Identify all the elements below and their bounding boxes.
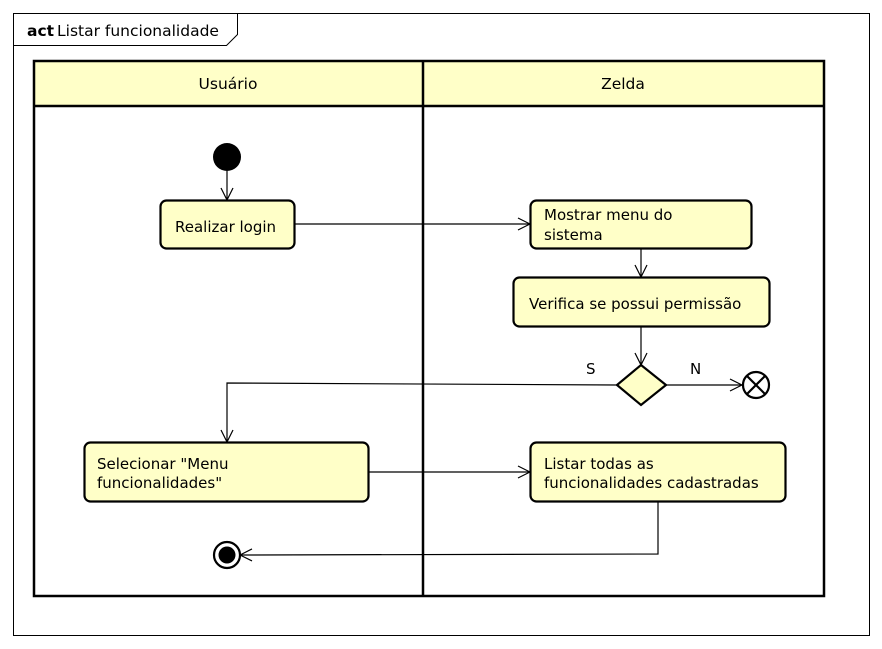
activity-final-node	[212, 540, 242, 570]
lane-title-zelda: Zelda	[601, 75, 645, 93]
action-label-line-1: Listar todas as	[544, 455, 654, 473]
action-label-line-1: Selecionar "Menu	[97, 455, 228, 473]
action-label-line-2: funcionalidades"	[97, 474, 222, 492]
guard-no: N	[690, 360, 701, 378]
lane-title-usuario: Usuário	[199, 75, 258, 93]
action-label: Verifica se possui permissão	[529, 295, 741, 313]
swimlanes: Usuário Zelda	[32, 59, 826, 598]
action-realizar-login: Realizar login	[159, 199, 296, 250]
guard-yes: S	[586, 360, 596, 378]
action-label-line-1: Mostrar menu do	[544, 206, 672, 224]
swimlane-border	[32, 59, 826, 598]
action-mostrar-menu: Mostrar menu do sistema	[529, 199, 753, 250]
frame-keyword: act	[27, 22, 55, 40]
action-selecionar-menu: Selecionar "Menu funcionalidades"	[83, 441, 370, 503]
action-label: Realizar login	[175, 218, 276, 236]
control-flows	[227, 171, 742, 555]
decision-node	[615, 363, 668, 407]
initial-node	[213, 143, 241, 171]
action-verifica-permissao: Verifica se possui permissão	[512, 276, 771, 328]
lane-header-usuario	[34, 61, 423, 106]
lane-header-zelda	[423, 61, 824, 106]
frame-title: Listar funcionalidade	[57, 22, 219, 40]
action-label-line-2: sistema	[544, 226, 603, 244]
flow-final-node	[741, 370, 771, 400]
frame-tab	[13, 13, 238, 46]
action-listar-funcionalidades: Listar todas as funcionalidades cadastra…	[529, 441, 787, 503]
action-label-line-2: funcionalidades cadastradas	[544, 474, 759, 492]
flow-decision-to-selecionar	[227, 382, 618, 442]
flow-listar-to-final	[240, 502, 659, 555]
